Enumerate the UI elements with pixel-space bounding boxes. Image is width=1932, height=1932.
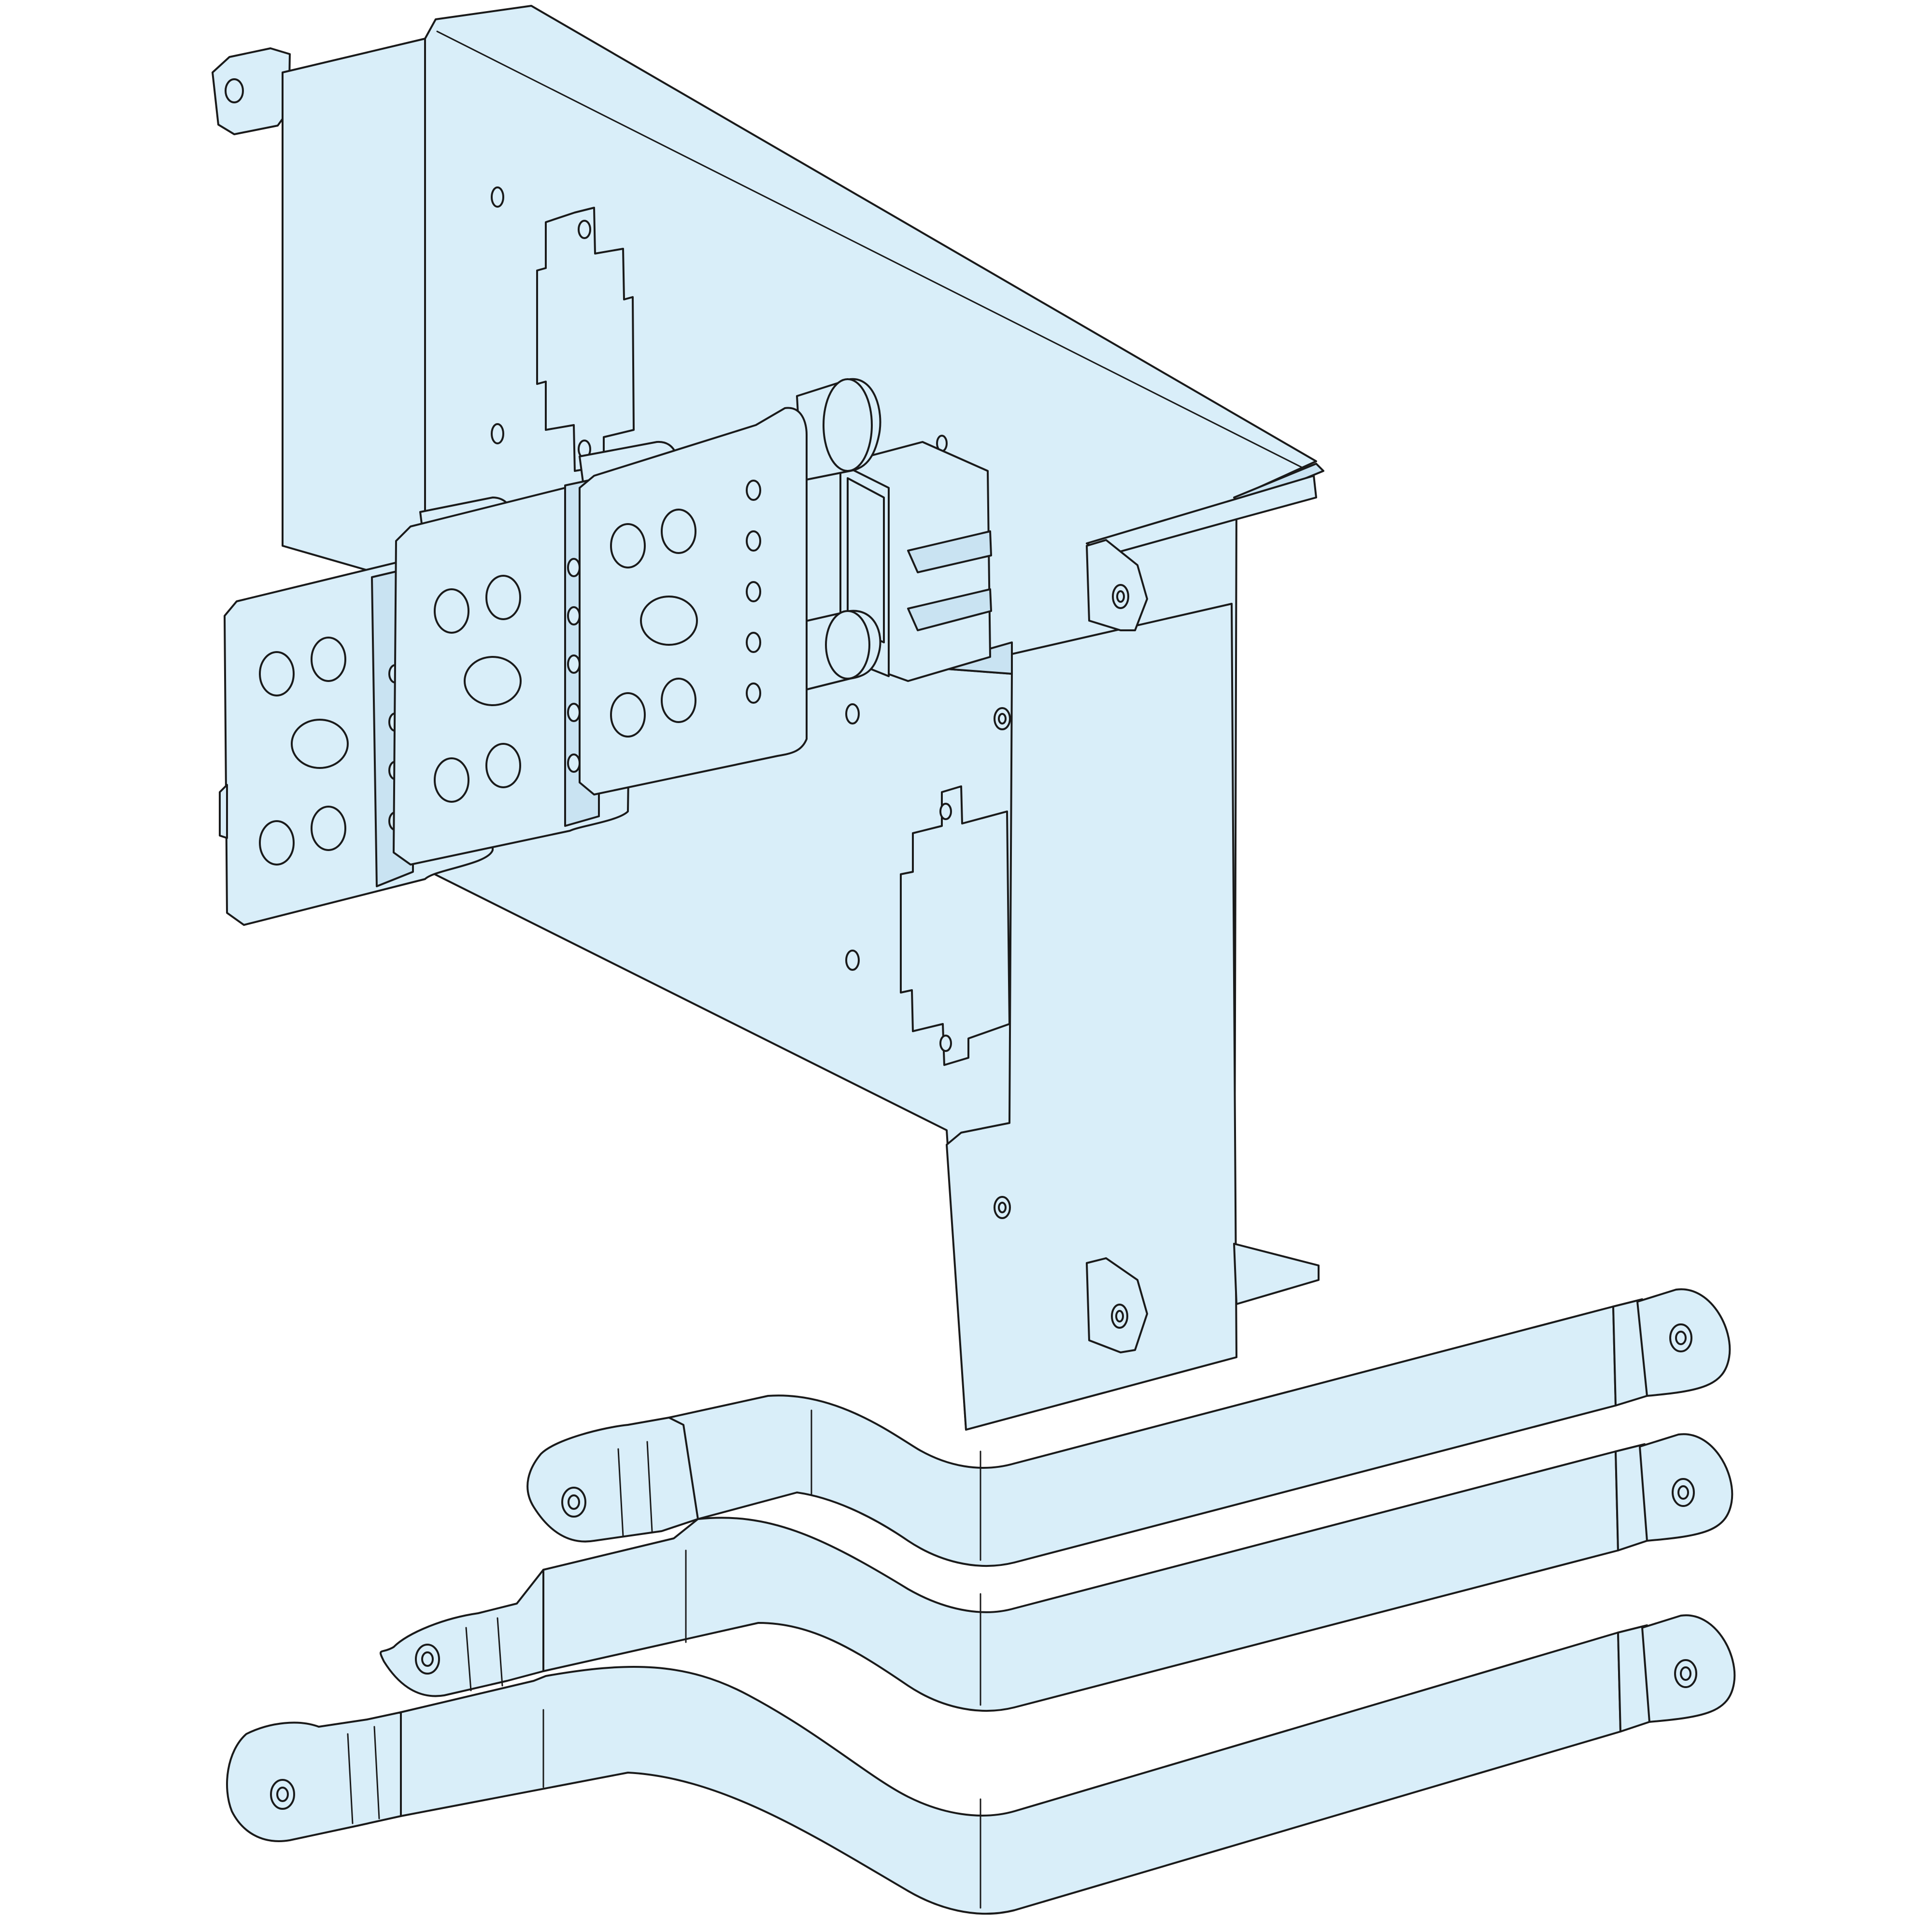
phase-terminal-plate-3	[579, 407, 808, 796]
right-side-bracket	[900, 603, 1237, 1431]
plate-hole	[845, 950, 860, 971]
left-flange	[282, 38, 426, 588]
connector-housing	[839, 441, 992, 682]
mounting-plate-assembly	[212, 5, 1324, 1431]
busbar-2	[379, 1433, 1733, 1712]
busbar-3	[226, 1614, 1736, 1915]
plate-hole	[491, 186, 504, 208]
busbar-1	[526, 1288, 1731, 1567]
busbar-set	[226, 1288, 1736, 1915]
top-left-mounting-tab	[212, 47, 291, 135]
upper-right-mounting-tab	[1086, 539, 1148, 631]
lower-right-mounting-tab	[1086, 1257, 1148, 1353]
right-lower-flange	[1233, 1243, 1320, 1305]
plate-hole	[491, 423, 504, 444]
plate-hole	[845, 703, 860, 724]
